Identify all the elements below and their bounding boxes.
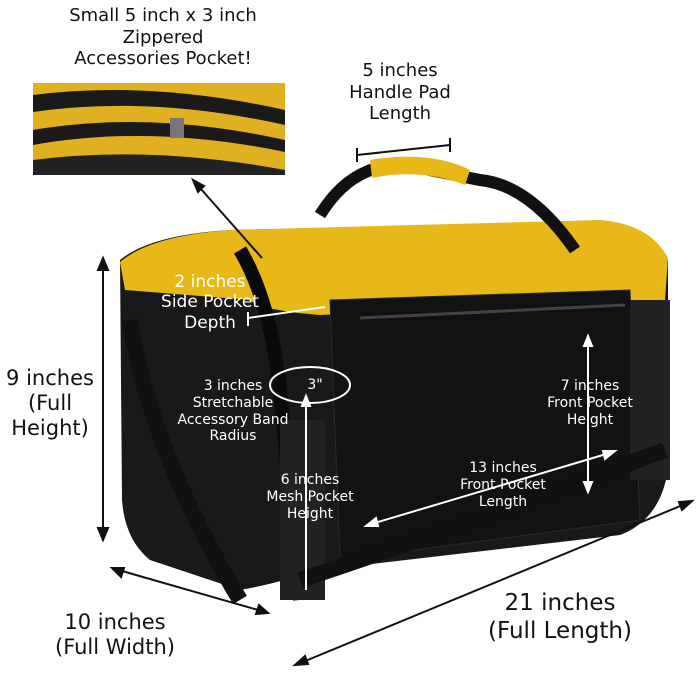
label-line: Height xyxy=(566,411,614,428)
label-line: 7 inches xyxy=(560,378,620,394)
accessory-pocket-inset xyxy=(33,83,285,175)
front-pocket-length-label: 13 inches Front Pocket Length xyxy=(448,460,558,510)
label-line: Mesh Pocket xyxy=(266,488,354,505)
label-line: 3 inches xyxy=(203,378,263,394)
zipper-pull-icon xyxy=(170,118,184,138)
label-line: 6 inches xyxy=(280,472,340,488)
label-line: Stretchable xyxy=(192,394,274,411)
label-line: 2 inches xyxy=(174,272,246,292)
label-line: Height) xyxy=(11,416,89,441)
label-line: Radius xyxy=(209,428,257,445)
label-line: Height xyxy=(286,505,334,522)
label-line: 13 inches xyxy=(469,460,537,476)
label-line: Length xyxy=(368,103,432,125)
label-line: Accessory Band xyxy=(177,411,289,428)
handle-pad-label: 5 inches Handle Pad Length xyxy=(330,60,470,125)
label-line: Front Pocket xyxy=(547,394,633,411)
label-line: Side Pocket xyxy=(161,292,259,313)
front-pocket-height-label: 7 inches Front Pocket Height xyxy=(535,378,645,428)
label-line: Depth xyxy=(184,312,236,333)
label-line: 10 inches xyxy=(64,610,166,634)
mesh-pocket-label: 6 inches Mesh Pocket Height xyxy=(250,472,370,522)
shoulder-strap xyxy=(122,318,247,605)
handle-pad xyxy=(370,156,470,185)
label-line: (Full xyxy=(27,391,73,416)
label-line: 5 inches xyxy=(362,60,438,81)
label-line: Length xyxy=(478,493,528,510)
label-line: Handle Pad xyxy=(349,81,451,103)
label-line: Zippered xyxy=(122,26,204,48)
side-pocket-label: 2 inches Side Pocket Depth xyxy=(150,272,270,333)
dimension-lines-dark xyxy=(96,138,695,667)
label-line: 9 inches xyxy=(6,366,94,390)
full-length-label: 21 inches (Full Length) xyxy=(470,590,650,645)
label-line: 21 inches xyxy=(504,590,616,616)
band-radius-label: 3 inches Stretchable Accessory Band Radi… xyxy=(170,378,296,445)
label-line: (Full Length) xyxy=(488,617,632,644)
full-width-label: 10 inches (Full Width) xyxy=(30,610,200,660)
dimension-lines-light xyxy=(247,306,618,590)
label-line: Front Pocket xyxy=(460,476,546,493)
label-line: Small 5 inch x 3 inch xyxy=(69,5,257,26)
full-height-label: 9 inches (Full Height) xyxy=(0,366,100,442)
band-mark-label: 3" xyxy=(307,377,323,393)
label-line: Accessories Pocket! xyxy=(74,48,252,70)
label-line: (Full Width) xyxy=(55,635,175,660)
accessories-pocket-label: Small 5 inch x 3 inch Zippered Accessori… xyxy=(50,5,276,70)
